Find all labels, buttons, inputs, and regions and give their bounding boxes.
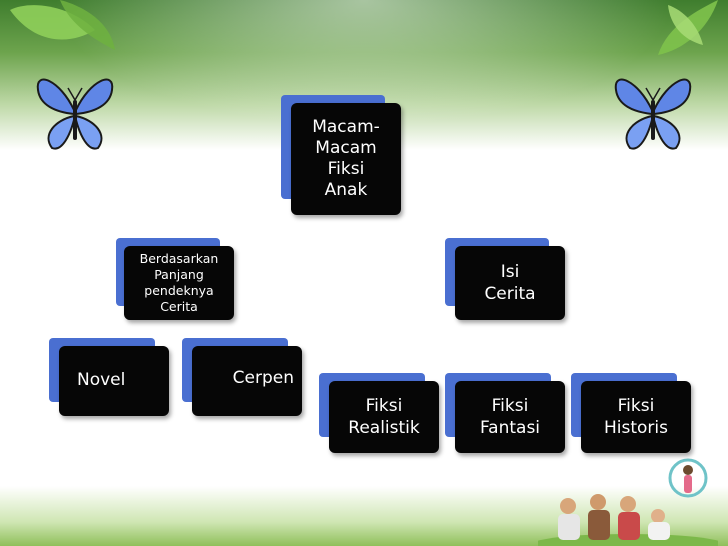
branch-label-isi: Isi Cerita (484, 262, 536, 304)
root-box: Macam- Macam Fiksi Anak (291, 103, 401, 215)
branch-label-panjang: Berdasarkan Panjang pendeknya Cerita (139, 251, 219, 314)
butterfly-right-icon (614, 78, 692, 150)
family-photo (538, 458, 718, 546)
leaf-label-historis: Fiksi Historis (604, 396, 668, 438)
leaf-label-fantasi: Fiksi Fantasi (479, 396, 541, 438)
leaf-box-novel: Novel (59, 346, 169, 416)
leaf-label-novel: Novel (77, 370, 126, 390)
leaf-box-cerpen: Cerpen (192, 346, 302, 416)
leaf-box-historis: Fiksi Historis (581, 381, 691, 453)
root-label: Macam- Macam Fiksi Anak (312, 117, 380, 200)
leaf-box-fantasi: Fiksi Fantasi (455, 381, 565, 453)
butterfly-left-icon (36, 78, 114, 150)
leaf-label-cerpen: Cerpen (232, 368, 294, 388)
background-foliage (0, 0, 728, 150)
leaf-decoration-left (10, 0, 115, 50)
leaf-box-realistik: Fiksi Realistik (329, 381, 439, 453)
leaf-label-realistik: Fiksi Realistik (348, 396, 420, 438)
branch-box-panjang: Berdasarkan Panjang pendeknya Cerita (124, 246, 234, 320)
branch-box-isi: Isi Cerita (455, 246, 565, 320)
leaf-decoration-right (658, 0, 718, 55)
